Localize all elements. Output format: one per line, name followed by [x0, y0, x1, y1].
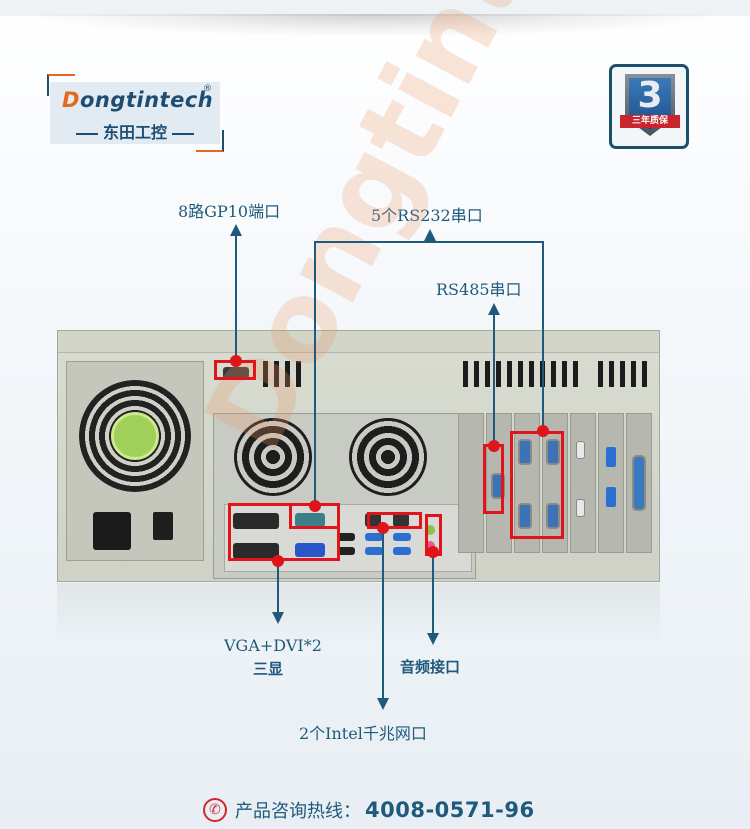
- top-shadow: [40, 14, 710, 36]
- arrow-down-icon: [272, 612, 284, 624]
- power-switch-icon: [153, 512, 173, 540]
- marker-dot: [488, 440, 500, 452]
- callout-line-lan: [382, 529, 384, 699]
- label-audio: 音频接口: [400, 658, 461, 676]
- arrow-up-icon: [230, 224, 242, 236]
- marker-dot: [309, 500, 321, 512]
- expansion-slot: [514, 413, 540, 553]
- hotline-number[interactable]: 4008-0571-96: [365, 798, 535, 822]
- arrow-down-icon: [427, 633, 439, 645]
- label-gpio: 8路GP10端口: [178, 202, 281, 221]
- rs232-port: [546, 439, 560, 465]
- rs232-port: [546, 503, 560, 529]
- callout-line-rs485: [493, 315, 495, 445]
- logo-chinese-name: 东田工控: [50, 119, 220, 143]
- highlight-rs485: [483, 444, 504, 514]
- logo-dash: [75, 132, 98, 135]
- phone-icon: ✆: [203, 798, 227, 822]
- usb3-port: [606, 447, 616, 467]
- expansion-slot: [598, 413, 624, 553]
- vent-grille: [263, 361, 305, 387]
- logo-corner-decoration: [47, 74, 75, 96]
- usb-port: [576, 441, 585, 459]
- callout-line-audio: [432, 554, 434, 634]
- callout-line-rs232-card: [542, 241, 544, 430]
- marker-dot: [230, 355, 242, 367]
- system-fan-icon: [234, 418, 312, 496]
- marker-dot: [272, 555, 284, 567]
- power-supply: [66, 361, 204, 561]
- floor-reflection: [57, 583, 660, 643]
- system-fan-icon: [349, 418, 427, 496]
- label-rs232: 5个RS232串口: [371, 206, 483, 225]
- parallel-port: [632, 455, 646, 511]
- warranty-years: 3: [637, 75, 663, 116]
- vent-grille: [463, 361, 581, 387]
- hotline-label: 产品咨询热线：: [235, 801, 361, 822]
- logo-english-name: Dongtintech: [62, 88, 213, 112]
- arrow-up-icon: [488, 303, 500, 315]
- vga-port: [295, 543, 325, 557]
- chassis-top-edge: [58, 331, 659, 353]
- warranty-ribbon: 三年质保: [620, 115, 680, 128]
- highlight-display-ports: [228, 503, 340, 561]
- highlight-rs232-card: [510, 431, 564, 539]
- rs232-port: [518, 439, 532, 465]
- label-rs485: RS485串口: [436, 280, 522, 299]
- usb3-port: [365, 533, 383, 541]
- psu-fan-hub: [111, 412, 159, 460]
- usb-port: [337, 533, 355, 541]
- usb-port: [576, 499, 585, 517]
- usb3-port: [393, 533, 411, 541]
- warranty-badge: 3 三年质保: [609, 64, 689, 149]
- vent-grille: [598, 361, 650, 387]
- dvi-port: [233, 513, 279, 529]
- label-display: VGA+DVI*2: [224, 636, 322, 655]
- marker-dot: [427, 546, 439, 558]
- brand-logo: Dongtintech ® 东田工控: [47, 74, 224, 152]
- expansion-slot: [570, 413, 596, 553]
- usb3-port: [365, 547, 383, 555]
- usb3-port: [393, 547, 411, 555]
- hotline: ✆ 产品咨询热线： 4008-0571-96: [203, 796, 535, 824]
- arrow-down-icon: [377, 698, 389, 710]
- rs232-port: [518, 503, 532, 529]
- logo-cn-text: 东田工控: [102, 123, 167, 142]
- marker-dot: [537, 425, 549, 437]
- logo-corner-decoration: [196, 130, 224, 152]
- callout-line-rs232-com1: [314, 241, 316, 509]
- usb-port: [337, 547, 355, 555]
- callout-bracket-rs232: [314, 241, 544, 243]
- callout-line-display: [277, 561, 279, 613]
- marker-dot: [377, 522, 389, 534]
- top-band: [0, 0, 750, 16]
- logo-d-letter: D: [62, 88, 80, 112]
- usb3-port: [606, 487, 616, 507]
- callout-line-gpio: [235, 236, 237, 366]
- dvi-port: [233, 543, 279, 559]
- lan-port: [393, 513, 409, 527]
- expansion-slot: [458, 413, 484, 553]
- com-port: [295, 513, 325, 527]
- logo-dash: [172, 132, 194, 135]
- gpio-port: [223, 367, 249, 379]
- label-display-triple: 三显: [253, 660, 284, 678]
- chassis-rear-panel: [57, 330, 660, 582]
- registered-mark: ®: [203, 84, 212, 94]
- highlight-lan: [367, 512, 422, 529]
- label-lan: 2个Intel千兆网口: [299, 724, 427, 743]
- audio-line-out-jack: [425, 525, 435, 535]
- power-socket-icon: [93, 512, 131, 550]
- logo-name-rest: ongtintech: [79, 88, 214, 112]
- arrow-up-icon: [424, 229, 436, 241]
